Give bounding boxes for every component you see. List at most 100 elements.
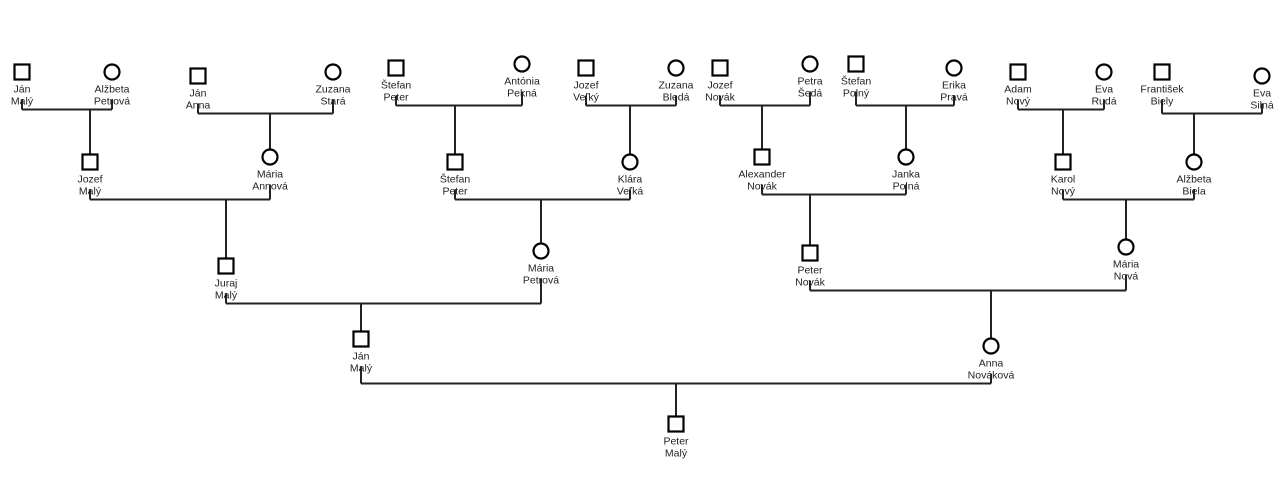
female-circle-icon [1185,153,1203,171]
male-square-icon [847,55,865,73]
male-square-icon [1153,63,1171,81]
person-name-line: Erika [942,80,966,92]
person-name-line: Štefan [440,173,471,186]
person-name-line: Karol [1051,174,1076,186]
person-name-line: Nová [1114,271,1139,283]
male-square-icon [753,148,771,166]
person-name-line: Jozef [707,80,732,92]
person-name-line: Štefan [381,79,412,92]
male-square-icon [352,330,370,348]
male-square-icon [217,257,235,275]
person-name-line: Juraj [215,278,238,290]
person-name-line: Rudá [1091,96,1116,108]
person-name-line: Peter [442,186,468,198]
person-name-line: Adam [1004,84,1032,96]
person-name-line: Polná [893,181,920,193]
person-name-line: Polný [843,88,870,100]
person-name-line: Anna [979,358,1004,370]
person-name-line: Nový [1051,186,1076,198]
person-name-line: Eva [1253,88,1271,100]
person-name-line: Novák [747,181,778,193]
male-square-icon [711,59,729,77]
person-name-line: Pekná [507,88,537,100]
female-circle-icon [982,337,1000,355]
male-square-icon [667,415,685,433]
person-name-line: Ján [353,351,370,363]
female-circle-icon [945,59,963,77]
male-square-icon [387,59,405,77]
person-name-line: Novák [705,92,736,104]
person-name-line: Silná [1250,100,1274,112]
female-circle-icon [103,63,121,81]
person-name-line: Malý [11,96,34,108]
female-circle-icon [324,63,342,81]
person-name-line: Bledá [663,92,690,104]
person-name-line: Mária [1113,259,1139,271]
person-name-line: Malý [665,448,688,460]
male-square-icon [1054,153,1072,171]
person-name-line: Alexander [738,169,786,181]
person-name-line: Malý [79,186,102,198]
person-name-line: Alžbeta [94,84,129,96]
person-name-line: Antónia [504,76,540,88]
male-square-icon [81,153,99,171]
person-name-line: Zuzana [315,84,350,96]
person-name-line: František [1140,84,1184,96]
person-name-line: Alžbeta [1176,174,1211,186]
person-name-line: Mária [257,169,283,181]
person-name-line: Klára [618,174,643,186]
person-name-line: Anna [186,100,211,112]
male-square-icon [1009,63,1027,81]
female-circle-icon [801,55,819,73]
person-name-line: Jozef [573,80,598,92]
person-name-line: Peter [383,92,409,104]
female-circle-icon [667,59,685,77]
person-name-line: Petrová [523,275,559,287]
female-circle-icon [1117,238,1135,256]
female-circle-icon [532,242,550,260]
female-circle-icon [513,55,531,73]
person-name-line: Petrová [94,96,130,108]
male-square-icon [13,63,31,81]
person-name-line: Nováková [968,370,1015,382]
person-name-line: Malý [215,290,238,302]
person-name-line: Jozef [77,174,102,186]
person-name-line: Malý [350,363,373,375]
female-circle-icon [1095,63,1113,81]
female-circle-icon [261,148,279,166]
male-square-icon [801,244,819,262]
person-name-line: Nový [1006,96,1031,108]
person-name-line: Eva [1095,84,1113,96]
person-name-line: Pravá [940,92,968,104]
male-square-icon [446,153,464,171]
connector-lines [21,91,1263,417]
person-name-line: Veľký [573,92,600,104]
person-name-line: Zuzana [658,80,693,92]
person-name-line: Ján [190,88,207,100]
